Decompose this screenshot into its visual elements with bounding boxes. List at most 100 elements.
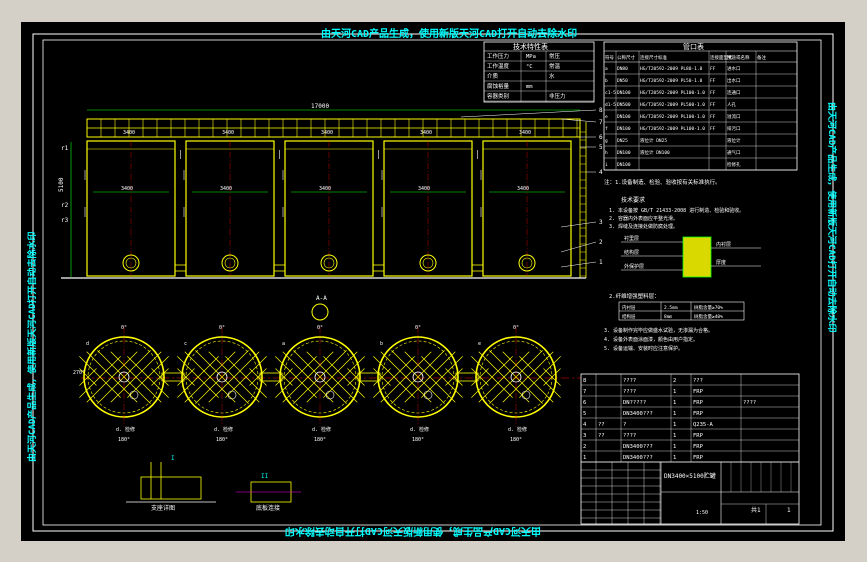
parts-cell: 1: [673, 389, 676, 395]
nozzle-cell: 溢流口: [727, 113, 741, 120]
parts-cell: ????: [623, 433, 636, 439]
bottom-label: d. 检修: [116, 426, 135, 433]
lattice-line: [373, 356, 415, 398]
nozzle-cell: f: [605, 126, 608, 132]
angle-label-top: 0°: [121, 325, 127, 331]
tank-nozzle-label: d: [86, 341, 89, 347]
parts-cell: Q235-A: [693, 422, 714, 428]
nozzle-cell: FF: [710, 114, 716, 120]
layer-label-2: 结构层: [624, 249, 639, 256]
tank-width-text: 3400: [123, 130, 135, 136]
connecting-pipe: [471, 264, 484, 272]
tech-cell-name: 容器类别: [487, 92, 509, 100]
tank-width-text: 3400: [222, 130, 234, 136]
title-block-name: DN3400×5100贮罐: [664, 472, 716, 480]
nozzle-cell: 通气口: [727, 149, 741, 156]
layer-label-1: 衬里层: [624, 235, 639, 242]
tank-dim-text: 3400: [418, 186, 430, 192]
lattice-line: [373, 368, 391, 386]
nozzle-cell: 出水口: [727, 77, 741, 84]
parts-cell: ??: [598, 433, 605, 439]
parts-cell: ????: [623, 389, 636, 395]
tech-cell-unit: MPa: [526, 54, 536, 60]
parts-cell: FRP: [693, 444, 704, 450]
parts-cell: 1: [673, 400, 676, 406]
detail-2-roman: II: [261, 473, 269, 480]
title-block-scale: 1:50: [696, 510, 708, 516]
tank-dim-text: 3400: [319, 186, 331, 192]
callout-number: 3: [599, 219, 603, 226]
layer-detail-border: [682, 236, 712, 278]
parts-cell: FRP: [693, 455, 704, 461]
nozzle-cell: 排污口: [727, 125, 741, 132]
nozzle-cell: i: [605, 162, 608, 168]
connecting-pipe: [174, 264, 187, 272]
lattice-line: [282, 351, 334, 403]
tech-cell-name: 介质: [487, 72, 499, 80]
plan-connecting-pipe: [161, 372, 185, 382]
parts-cell: ?: [623, 422, 626, 428]
tech-cell-unit: °C: [526, 64, 533, 70]
nozzle-cell: HG/T20592-2009 PL100-1.0: [640, 126, 705, 132]
center-nozzle: [118, 371, 130, 383]
callout-number: 5: [599, 144, 603, 151]
center-nozzle: [216, 371, 228, 383]
plan-connecting-pipe: [259, 372, 283, 382]
parts-cell: DN3400???: [623, 411, 653, 417]
watermark-left: 由天河CAD产品生成，使用新版天河CAD打开自动去除水印: [26, 231, 38, 462]
parts-cell: 6: [583, 400, 586, 406]
bottom-label: d. 检修: [410, 426, 429, 433]
parts-cell: 7: [583, 389, 586, 395]
lattice-line: [177, 368, 195, 386]
angle-label-top: 0°: [317, 325, 323, 331]
parts-cell: ???: [693, 378, 703, 384]
nozzle-cell: DN25: [617, 138, 628, 144]
notes-block: 注：1.设备制造、检验、验收按有关标准执行。 技术要求 1. 本设备按 GB/T…: [604, 178, 761, 352]
bottom-angle: 180°: [412, 437, 424, 443]
nozzle-cell: 液位计 DN100: [640, 149, 670, 156]
parts-cell: 1: [583, 455, 586, 461]
nozzle-cell: g: [605, 139, 608, 144]
callout-leader: [560, 221, 597, 228]
title-block-page: 1: [787, 507, 791, 514]
nozzle-cell: 人孔: [727, 101, 736, 108]
nozzle-cell: FF: [710, 78, 716, 84]
lattice-line: [184, 351, 236, 403]
front-view: 3400340034003400340034003400340034003400…: [58, 103, 603, 279]
notes-line-1: 1. 本设备按 GB/T 21433-2008 进行制造、检验和验收。: [609, 207, 744, 214]
nozzle-cell: FF: [710, 90, 716, 96]
bottom-label: d. 检修: [214, 426, 233, 433]
lattice-line: [208, 351, 260, 403]
nozzle-cell: HG/T20592-2009 PL100-1.0: [640, 114, 705, 120]
plan-connecting-pipe: [455, 372, 479, 382]
bottom-label: d. 检修: [312, 426, 331, 433]
parts-cell: FRP: [693, 389, 704, 395]
callout-leader: [560, 261, 597, 268]
lattice-line: [110, 351, 162, 403]
bottom-nozzle: [129, 390, 139, 400]
tech-cell-name: 工作温度: [487, 62, 510, 70]
tank-nozzle-label: c: [184, 341, 187, 347]
angle-label-top: 0°: [415, 325, 421, 331]
parts-cell: FRP: [693, 433, 704, 439]
parts-cell: 2: [673, 378, 676, 384]
layer-detail-fill: [683, 237, 711, 277]
tech-cell-unit: mm: [526, 84, 533, 90]
top-manhole: [311, 303, 329, 321]
bottom-angle: 180°: [314, 437, 326, 443]
angle-label-top: 0°: [219, 325, 225, 331]
r-label-2: r2: [61, 202, 69, 209]
layer-label-4: 内衬层: [716, 241, 731, 248]
bottom-angle: 180°: [216, 437, 228, 443]
cad-viewport[interactable]: 由天河CAD产品生成，使用新版天河CAD打开自动去除水印 由天河CAD产品生成，…: [21, 22, 845, 541]
callout-number: 6: [599, 134, 603, 141]
bottom-nozzle: [325, 390, 335, 400]
nozzle-cell: HG/T20592-2009 PL50-1.0: [640, 78, 703, 84]
connecting-pipe: [372, 264, 385, 272]
sub-cell: 树脂含量≥40%: [694, 313, 723, 320]
dim-overall-text: 17000: [311, 103, 329, 110]
plan-connecting-pipe: [357, 372, 381, 382]
bottom-nozzle: [521, 390, 531, 400]
